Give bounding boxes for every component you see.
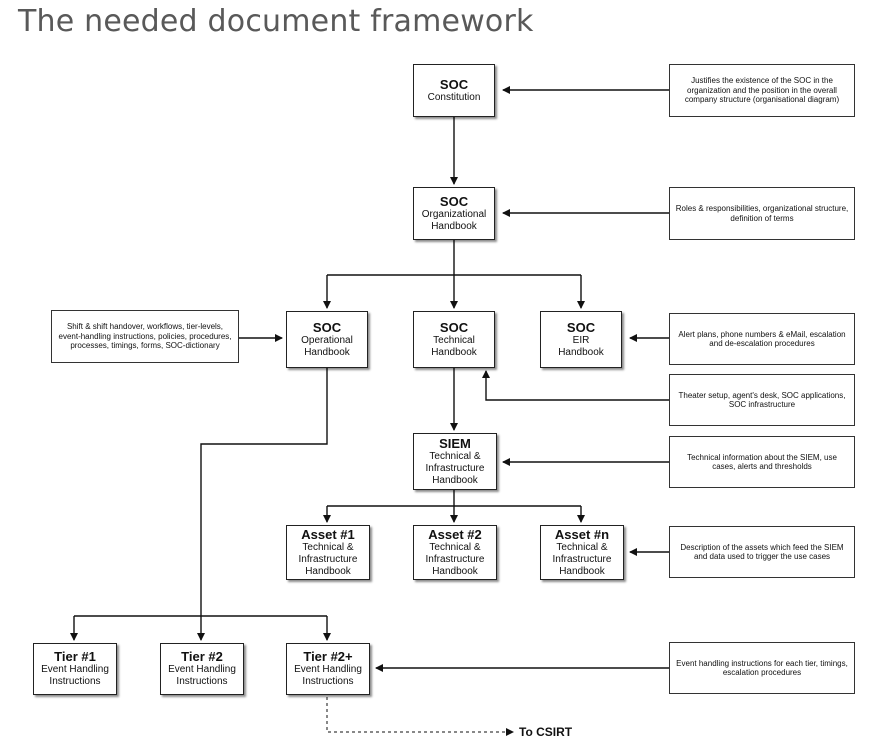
note-siem: Technical information about the SIEM, us… bbox=[669, 436, 855, 488]
tier-2-box: Tier #2 Event Handling Instructions bbox=[160, 643, 244, 695]
soc-constitution-box: SOC Constitution bbox=[413, 64, 495, 117]
page-title: The needed document framework bbox=[18, 4, 534, 39]
note-tiers: Event handling instructions for each tie… bbox=[669, 642, 855, 694]
tier-1-box: Tier #1 Event Handling Instructions bbox=[33, 643, 117, 695]
note-assets: Description of the assets which feed the… bbox=[669, 526, 855, 578]
note-eir: Alert plans, phone numbers & eMail, esca… bbox=[669, 313, 855, 365]
note-operational: Shift & shift handover, workflows, tier-… bbox=[51, 310, 239, 363]
arrow-note-technical bbox=[482, 370, 669, 401]
soc-organizational-box: SOC Organizational Handbook bbox=[413, 187, 495, 240]
to-csirt-label: To CSIRT bbox=[519, 725, 573, 739]
tier-2-plus-box: Tier #2+ Event Handling Instructions bbox=[286, 643, 370, 695]
asset-2-box: Asset #2 Technical & Infrastructure Hand… bbox=[413, 525, 497, 580]
soc-technical-box: SOC Technical Handbook bbox=[413, 311, 495, 368]
arrow-tier2p-to-csirt bbox=[326, 697, 514, 736]
siem-box: SIEM Technical & Infrastructure Handbook bbox=[413, 433, 497, 490]
note-constitution: Justifies the existence of the SOC in th… bbox=[669, 64, 855, 117]
asset-1-box: Asset #1 Technical & Infrastructure Hand… bbox=[286, 525, 370, 580]
asset-n-box: Asset #n Technical & Infrastructure Hand… bbox=[540, 525, 624, 580]
soc-operational-box: SOC Operational Handbook bbox=[286, 311, 368, 368]
soc-eir-box: SOC EIR Handbook bbox=[540, 311, 622, 368]
note-technical: Theater setup, agent's desk, SOC applica… bbox=[669, 374, 855, 426]
note-organizational: Roles & responsibilities, organizational… bbox=[669, 187, 855, 240]
